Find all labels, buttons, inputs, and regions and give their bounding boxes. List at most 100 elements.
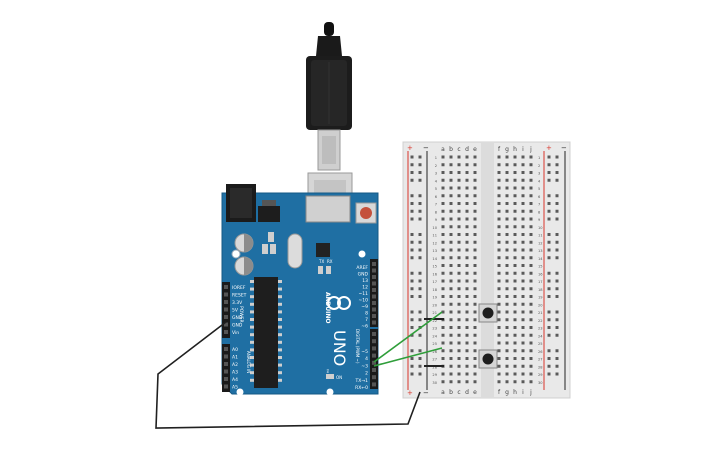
breadboard-hole[interactable]: [497, 178, 501, 182]
breadboard-hole[interactable]: [473, 163, 477, 167]
rail-hole[interactable]: [547, 171, 551, 174]
rail-hole[interactable]: [410, 326, 414, 329]
header-socket[interactable]: [224, 322, 228, 327]
breadboard-hole[interactable]: [449, 217, 453, 221]
breadboard-hole[interactable]: [449, 318, 453, 322]
breadboard-hole[interactable]: [465, 209, 469, 213]
rail-hole[interactable]: [410, 202, 414, 205]
breadboard-hole[interactable]: [457, 186, 461, 190]
header-socket[interactable]: [372, 382, 376, 387]
breadboard-hole[interactable]: [449, 372, 453, 376]
breadboard-hole[interactable]: [497, 333, 501, 337]
rail-hole[interactable]: [555, 333, 559, 337]
breadboard-hole[interactable]: [457, 372, 461, 376]
breadboard-hole[interactable]: [473, 279, 477, 283]
breadboard-hole[interactable]: [497, 310, 501, 314]
rail-hole[interactable]: [547, 256, 551, 260]
breadboard-hole[interactable]: [457, 163, 461, 167]
breadboard-hole[interactable]: [529, 271, 533, 275]
header-socket[interactable]: [372, 275, 376, 279]
rail-hole[interactable]: [418, 178, 422, 182]
breadboard-hole[interactable]: [441, 279, 445, 283]
breadboard-hole[interactable]: [457, 279, 461, 283]
breadboard-hole[interactable]: [513, 302, 517, 306]
breadboard-hole[interactable]: [529, 326, 533, 329]
breadboard-hole[interactable]: [505, 302, 509, 306]
arduino-uno-board[interactable]: TX RX ON ARDUINO UNO ™ POWER ANALOG IN D…: [221, 184, 379, 396]
breadboard-hole[interactable]: [473, 271, 477, 275]
rail-hole[interactable]: [410, 155, 414, 159]
breadboard-hole[interactable]: [529, 248, 533, 252]
breadboard-hole[interactable]: [521, 279, 525, 283]
breadboard-hole[interactable]: [473, 341, 477, 345]
breadboard-hole[interactable]: [521, 349, 525, 353]
breadboard-hole[interactable]: [505, 295, 509, 298]
rail-hole[interactable]: [418, 240, 422, 244]
breadboard-hole[interactable]: [465, 240, 469, 244]
breadboard-hole[interactable]: [505, 194, 509, 198]
breadboard-hole[interactable]: [505, 310, 509, 314]
wire-pin2-button2[interactable]: [373, 347, 443, 367]
breadboard-hole[interactable]: [497, 225, 501, 229]
header-socket[interactable]: [224, 315, 228, 319]
header-socket[interactable]: [224, 384, 228, 389]
breadboard-hole[interactable]: [529, 209, 533, 213]
header-socket[interactable]: [372, 339, 376, 344]
rail-hole[interactable]: [410, 318, 414, 322]
breadboard-hole[interactable]: [473, 233, 477, 236]
breadboard-hole[interactable]: [497, 209, 501, 213]
breadboard-hole[interactable]: [529, 295, 533, 298]
breadboard-hole[interactable]: [473, 287, 477, 291]
breadboard-hole[interactable]: [497, 364, 501, 368]
breadboard-hole[interactable]: [521, 326, 525, 329]
breadboard-hole[interactable]: [497, 349, 501, 353]
breadboard-hole[interactable]: [513, 171, 517, 174]
breadboard-hole[interactable]: [457, 364, 461, 368]
breadboard-hole[interactable]: [457, 333, 461, 337]
breadboard-hole[interactable]: [521, 380, 525, 384]
breadboard-hole[interactable]: [449, 341, 453, 345]
breadboard-hole[interactable]: [529, 178, 533, 182]
breadboard-hole[interactable]: [497, 217, 501, 221]
breadboard-hole[interactable]: [441, 256, 445, 260]
reset-button-cap[interactable]: [360, 207, 372, 219]
rail-hole[interactable]: [547, 194, 551, 198]
breadboard-hole[interactable]: [529, 202, 533, 205]
breadboard-hole[interactable]: [449, 287, 453, 291]
rail-hole[interactable]: [555, 326, 559, 329]
rail-hole[interactable]: [555, 364, 559, 368]
breadboard-hole[interactable]: [465, 364, 469, 368]
breadboard-hole[interactable]: [497, 248, 501, 252]
breadboard-hole[interactable]: [521, 271, 525, 275]
breadboard-hole[interactable]: [465, 264, 469, 267]
breadboard-hole[interactable]: [521, 333, 525, 337]
rail-hole[interactable]: [555, 217, 559, 221]
breadboard-hole[interactable]: [529, 364, 533, 368]
breadboard-hole[interactable]: [473, 264, 477, 267]
breadboard-hole[interactable]: [441, 171, 445, 174]
rail-hole[interactable]: [418, 310, 422, 314]
breadboard-hole[interactable]: [473, 349, 477, 353]
breadboard-hole[interactable]: [513, 279, 517, 283]
breadboard-hole[interactable]: [505, 217, 509, 221]
breadboard-hole[interactable]: [505, 364, 509, 368]
breadboard-hole[interactable]: [449, 248, 453, 252]
breadboard-hole[interactable]: [441, 302, 445, 306]
breadboard-hole[interactable]: [513, 233, 517, 236]
rail-hole[interactable]: [555, 310, 559, 314]
breadboard-hole[interactable]: [465, 357, 469, 360]
rail-hole[interactable]: [555, 163, 559, 167]
rail-hole[interactable]: [418, 233, 422, 236]
rail-hole[interactable]: [555, 202, 559, 205]
breadboard-hole[interactable]: [505, 240, 509, 244]
rail-hole[interactable]: [547, 326, 551, 329]
breadboard-hole[interactable]: [497, 279, 501, 283]
rail-hole[interactable]: [555, 248, 559, 252]
breadboard-hole[interactable]: [465, 326, 469, 329]
breadboard-hole[interactable]: [497, 318, 501, 322]
breadboard-hole[interactable]: [497, 271, 501, 275]
breadboard-hole[interactable]: [505, 357, 509, 360]
rail-hole[interactable]: [410, 333, 414, 337]
rail-hole[interactable]: [555, 318, 559, 322]
